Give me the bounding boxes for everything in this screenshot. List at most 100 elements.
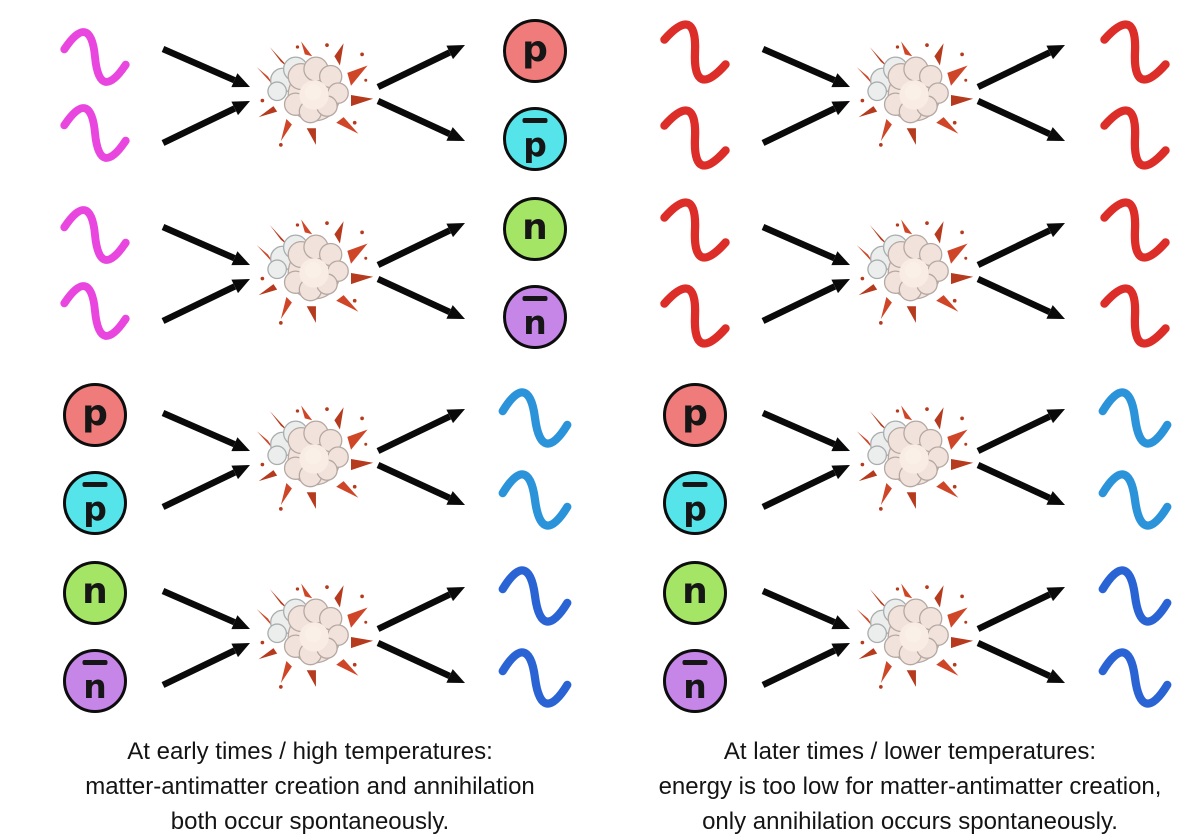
diverge-arrows-icon	[376, 409, 465, 505]
antiparticle-bar	[682, 660, 708, 665]
particle-label: n	[82, 570, 108, 612]
converging-arrows	[160, 15, 255, 175]
particle-label: p	[523, 124, 547, 164]
outputs-cell: p p	[470, 7, 600, 183]
proton-annihilation-row: p p	[630, 370, 1200, 548]
converge-arrows-icon	[761, 588, 850, 688]
panel-early-times: p p n n p p n n At early times / high te…	[0, 0, 600, 835]
diverging-arrows	[975, 193, 1070, 353]
inputs-cell: n n	[30, 549, 160, 725]
diverging-arrows	[975, 379, 1070, 539]
diverge-arrows-icon	[376, 45, 465, 141]
converge-arrows-icon	[161, 410, 250, 510]
gamma-photon-wave-icon	[60, 206, 130, 264]
converge-arrows-icon	[761, 410, 850, 510]
inputs-cell	[30, 197, 160, 349]
diverge-arrows-icon	[376, 587, 465, 683]
photon-wave-icon	[660, 198, 730, 262]
particle-label: n	[522, 206, 548, 248]
photon-wave-icon	[1098, 388, 1172, 448]
particle-label: p	[683, 488, 707, 528]
neutron-badge: n	[663, 561, 727, 625]
inputs-cell: p p	[30, 371, 160, 547]
explosion-icon	[256, 583, 374, 689]
converge-arrows-icon	[161, 224, 250, 324]
collision-cell	[255, 217, 375, 329]
converge-arrows-icon	[761, 46, 850, 146]
diverging-arrows	[375, 15, 470, 175]
outputs-cell	[470, 377, 600, 541]
collision-cell	[855, 403, 975, 515]
antineutron-badge: n	[503, 285, 567, 349]
proton-badge: p	[63, 383, 127, 447]
outputs-cell	[1070, 555, 1200, 719]
particle-label: n	[83, 666, 107, 706]
explosion-icon	[256, 41, 374, 147]
reaction-rows: p p n n	[630, 6, 1200, 726]
inputs-cell: n n	[630, 549, 760, 725]
photon-wave-icon	[1100, 106, 1170, 170]
neutron-badge: n	[63, 561, 127, 625]
photon-scattering-2-row	[630, 184, 1200, 362]
proton-annihilation-row: p p	[30, 370, 600, 548]
collision-cell	[255, 403, 375, 515]
explosion-icon	[856, 405, 974, 511]
antineutron-badge: n	[663, 649, 727, 713]
collision-cell	[855, 39, 975, 151]
antiproton-badge: p	[63, 471, 127, 535]
inputs-cell	[630, 9, 760, 181]
inputs-cell	[630, 187, 760, 359]
outputs-cell	[470, 555, 600, 719]
converging-arrows	[760, 193, 855, 353]
gamma-photon-wave-icon	[60, 28, 130, 86]
photon-wave-icon	[1098, 648, 1172, 708]
photon-wave-icon	[1098, 470, 1172, 530]
photon-wave-icon	[1100, 284, 1170, 348]
antiparticle-bar	[82, 482, 108, 487]
particle-label: n	[523, 302, 547, 342]
proton-pair-creation-row: p p	[30, 6, 600, 184]
neutron-annihilation-row: n n	[30, 548, 600, 726]
converge-arrows-icon	[761, 224, 850, 324]
converge-arrows-icon	[161, 588, 250, 688]
converging-arrows	[760, 557, 855, 717]
antiproton-badge: p	[663, 471, 727, 535]
explosion-icon	[856, 583, 974, 689]
particle-label: n	[683, 666, 707, 706]
particle-label: p	[83, 488, 107, 528]
antiparticle-bar	[522, 118, 548, 123]
inputs-cell	[30, 19, 160, 171]
diverge-arrows-icon	[376, 223, 465, 319]
inputs-cell: p p	[630, 371, 760, 547]
photon-wave-icon	[660, 20, 730, 84]
reaction-rows: p p n n p p n n	[30, 6, 600, 726]
converging-arrows	[760, 379, 855, 539]
caption-line: At early times / high temperatures:	[127, 738, 493, 765]
particle-label: p	[522, 28, 548, 70]
photon-wave-icon	[1100, 20, 1170, 84]
converging-arrows	[160, 379, 255, 539]
caption-line: both occur spontaneously.	[170, 808, 450, 835]
collision-cell	[855, 217, 975, 329]
diverge-arrows-icon	[976, 45, 1065, 141]
antineutron-badge: n	[63, 649, 127, 713]
diverging-arrows	[975, 15, 1070, 175]
particle-label: p	[82, 392, 108, 434]
collision-cell	[255, 581, 375, 693]
outputs-cell	[1070, 187, 1200, 359]
photon-wave-icon	[1100, 198, 1170, 262]
photon-wave-icon	[498, 388, 572, 448]
photon-scattering-1-row	[630, 6, 1200, 184]
panel-later-times: p p n n At later times / lower temperatu…	[600, 0, 1200, 835]
converge-arrows-icon	[161, 46, 250, 146]
photon-wave-icon	[498, 470, 572, 530]
caption-early-times: At early times / high temperatures: matte…	[30, 734, 590, 839]
outputs-cell	[1070, 9, 1200, 181]
caption-line: matter-antimatter creation and annihilat…	[85, 773, 535, 800]
antiparticle-bar	[682, 482, 708, 487]
photon-wave-icon	[498, 648, 572, 708]
caption-line: At later times / lower temperatures:	[723, 738, 1097, 765]
explosion-icon	[856, 219, 974, 325]
antiparticle-bar	[522, 296, 548, 301]
